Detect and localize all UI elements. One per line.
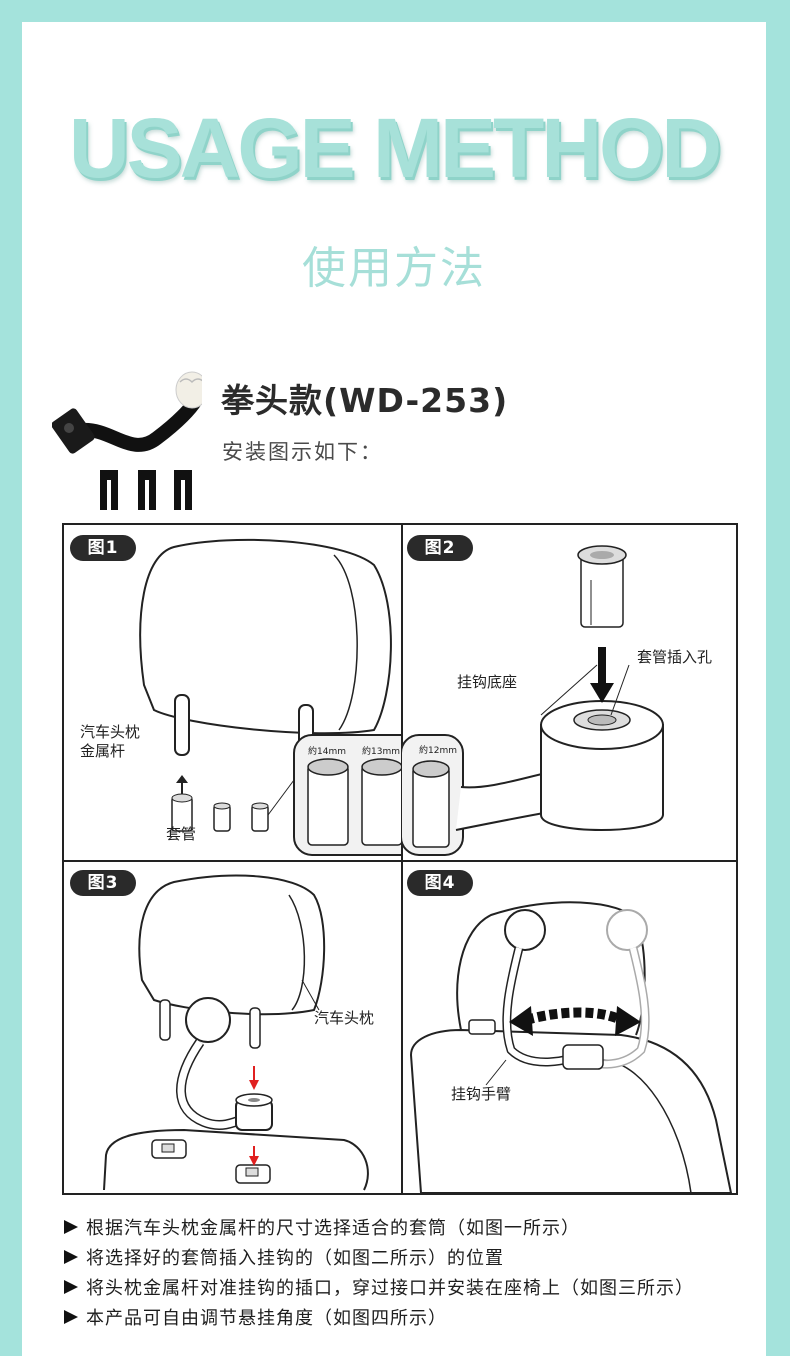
- size-label-13mm: 約13mm: [362, 747, 400, 757]
- arrow-bullet-icon: [64, 1250, 78, 1264]
- figure-2-drawing: [401, 545, 664, 856]
- list-item: 将头枕金属杆对准挂钩的插口，穿过接口并安装在座椅上（如图三所示）: [64, 1272, 754, 1302]
- list-item: 根据汽车头枕金属杆的尺寸选择适合的套筒（如图一所示）: [64, 1212, 754, 1242]
- panel-figure-2: 图2 套管插入孔 挂钩底座 約12mm: [401, 525, 736, 862]
- figure-4-badge: 图4: [407, 870, 473, 896]
- install-intro: 安装图示如下：: [222, 440, 383, 464]
- panel-figure-1: 图1 汽车头枕 金属杆 套管 約14mm 約13mm: [64, 525, 403, 862]
- figure-1-badge: 图1: [70, 535, 136, 561]
- steps-list: 根据汽车头枕金属杆的尺寸选择适合的套筒（如图一所示） 将选择好的套筒插入挂钩的（…: [64, 1212, 754, 1332]
- double-arrow-icon: [509, 1006, 641, 1036]
- hole-label: 套管插入孔: [637, 648, 713, 666]
- arm-label: 挂钩手臂: [451, 1085, 512, 1103]
- step-text: 将选择好的套筒插入挂钩的（如图二所示）的位置: [86, 1248, 504, 1269]
- size-label-14mm: 約14mm: [308, 747, 346, 757]
- list-item: 本产品可自由调节悬挂角度（如图四所示）: [64, 1302, 754, 1332]
- step-text: 将头枕金属杆对准挂钩的插口，穿过接口并安装在座椅上（如图三所示）: [86, 1278, 694, 1299]
- page-title: USAGE METHOD: [68, 101, 722, 195]
- figure-1-drawing: [139, 538, 401, 856]
- rod-label-1: 汽车头枕: [80, 723, 141, 741]
- page-subtitle: 使用方法: [302, 243, 486, 294]
- figure-3-badge: 图3: [70, 870, 136, 896]
- arrow-bullet-icon: [64, 1220, 78, 1234]
- step-text: 根据汽车头枕金属杆的尺寸选择适合的套筒（如图一所示）: [86, 1218, 580, 1239]
- size-label-12mm: 約12mm: [419, 746, 457, 756]
- panel-figure-4: 图4 挂钩手臂: [401, 860, 736, 1193]
- panel-figure-3: 图3 汽车头枕: [64, 860, 403, 1193]
- list-item: 将选择好的套筒插入挂钩的（如图二所示）的位置: [64, 1242, 754, 1272]
- rod-label-2: 金属杆: [80, 742, 126, 760]
- page: USAGE METHOD 使用方法 拳头款(WD-253) 安装图示如下：: [22, 22, 766, 1356]
- product-image: [52, 371, 202, 510]
- figure-2-badge: 图2: [407, 535, 473, 561]
- step-text: 本产品可自由调节悬挂角度（如图四所示）: [86, 1308, 447, 1329]
- product-model: 拳头款(WD-253): [221, 381, 509, 420]
- instruction-grid: 图1 汽车头枕 金属杆 套管 約14mm 約13mm: [62, 523, 738, 1195]
- arrow-bullet-icon: [64, 1280, 78, 1294]
- figure-4-drawing: [409, 901, 733, 1193]
- headrest-label: 汽车头枕: [314, 1009, 375, 1027]
- base-label: 挂钩底座: [457, 673, 518, 691]
- arrow-bullet-icon: [64, 1310, 78, 1324]
- figure-3-drawing: [103, 874, 369, 1191]
- sleeve-label: 套管: [166, 825, 197, 843]
- down-arrow-icon: [590, 683, 614, 703]
